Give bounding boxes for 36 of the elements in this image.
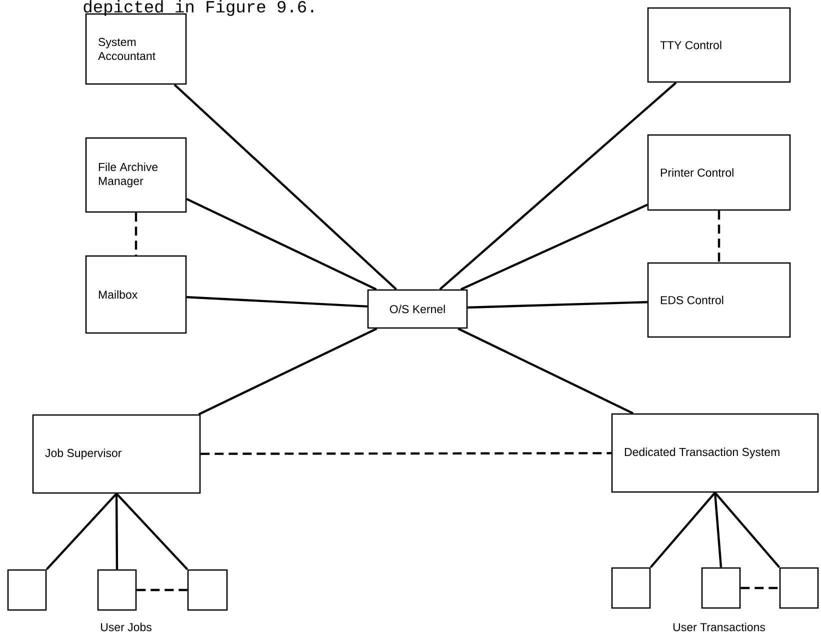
leaf-box [779, 567, 819, 609]
group-label: User Jobs [101, 622, 152, 632]
connector-line [186, 198, 377, 290]
connector-line [714, 492, 780, 568]
connector-line [460, 204, 648, 290]
group-label: User Transactions [673, 622, 766, 632]
connector-line [174, 84, 397, 290]
process-box: O/S Kernel [367, 289, 468, 329]
leaf-box [97, 569, 137, 611]
dashed-line [134, 212, 138, 256]
leaf-box [611, 567, 651, 609]
dashed-line [136, 588, 188, 592]
dashed-line [740, 586, 780, 590]
leaf-box [187, 569, 228, 611]
process-box: Printer Control [647, 134, 791, 211]
running-text: depicted in Figure 9.6. [84, 0, 314, 16]
connector-line [714, 492, 722, 568]
process-box: File Archive Manager [85, 137, 187, 213]
connector-line [116, 492, 188, 570]
process-box: Mailbox [85, 255, 187, 334]
connector-line [468, 301, 648, 309]
process-box: TTY Control [647, 7, 791, 83]
connector-line [198, 328, 378, 416]
process-box: Job Supervisor [32, 414, 201, 494]
connector-line [115, 494, 118, 570]
connector-line [650, 492, 716, 568]
dashed-line [200, 452, 612, 455]
connector-line [458, 328, 634, 414]
connector-line [46, 492, 118, 570]
leaf-box [7, 569, 47, 611]
leaf-box [701, 567, 741, 609]
process-box: Dedicated Transaction System [611, 413, 819, 493]
connector-line [439, 82, 677, 290]
connector-line [186, 296, 368, 308]
process-box: EDS Control [647, 262, 791, 338]
dashed-line [718, 210, 720, 262]
